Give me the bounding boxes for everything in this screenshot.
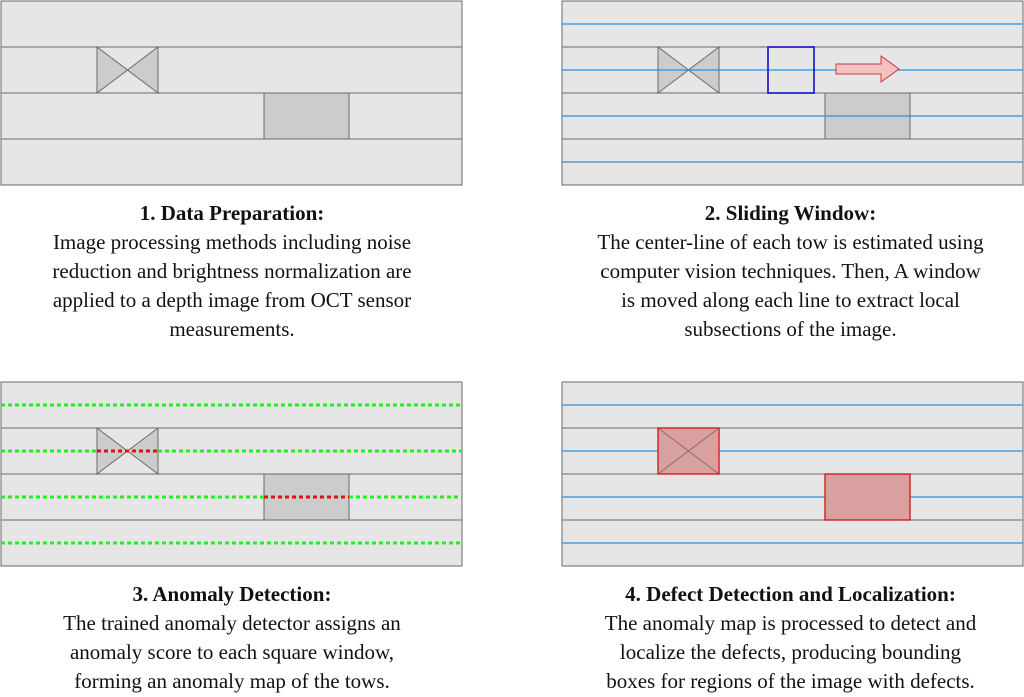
tow-4: [0, 138, 463, 186]
step-2-line-4: subsections of the image.: [684, 317, 897, 341]
tow-3: [0, 92, 463, 140]
step-3-line-3: forming an anomaly map of the tows.: [74, 669, 390, 693]
step-3-title: 3. Anomaly Detection:: [132, 582, 332, 606]
tow-1: [0, 0, 463, 48]
gap-defect: [263, 92, 350, 140]
step-3-line-2: anomaly score to each square window,: [69, 640, 395, 664]
step-1-title: 1. Data Preparation:: [139, 201, 325, 225]
tow-4: [0, 519, 463, 567]
step-1-line-2: reduction and brightness normalization a…: [52, 259, 412, 283]
sliding-window-box: [767, 46, 815, 94]
caption-3: 3. Anomaly Detection: The trained anomal…: [0, 580, 464, 696]
step-2-line-2: computer vision techniques. Then, A wind…: [600, 259, 981, 283]
tows-image-1: [0, 0, 463, 186]
step-4-line-2: localize the defects, producing bounding: [619, 640, 962, 664]
twist-defect-bounding-box: [657, 427, 720, 475]
step-1-line-4: measurements.: [169, 317, 295, 341]
caption-4: 4. Defect Detection and Localization: Th…: [557, 580, 1024, 696]
step-2-line-3: is moved along each line to extract loca…: [621, 288, 960, 312]
tow-1: [0, 381, 463, 429]
step-2-line-1: The center-line of each tow is estimated…: [597, 230, 984, 254]
step-1-line-3: applied to a depth image from OCT sensor: [52, 288, 412, 312]
center-lines: [562, 23, 1023, 163]
step-4-line-3: boxes for regions of the image with defe…: [606, 669, 975, 693]
tows-image-2: [561, 0, 1024, 186]
step-3-line-1: The trained anomaly detector assigns an: [63, 611, 401, 635]
panel-anomaly-detection: [0, 381, 464, 569]
panel-sliding-window: [561, 0, 1024, 188]
twist-defect: [96, 45, 159, 95]
anomaly-score-lines: [97, 449, 349, 499]
tow-2: [0, 46, 463, 94]
step-4-title: 4. Defect Detection and Localization:: [625, 582, 956, 606]
gap-defect-bounding-box: [824, 473, 911, 521]
center-lines: [562, 404, 1023, 544]
normal-score-lines: [1, 403, 462, 545]
step-2-title: 2. Sliding Window:: [704, 201, 877, 225]
caption-1: 1. Data Preparation: Image processing me…: [0, 199, 464, 344]
step-1-line-1: Image processing methods including noise: [52, 230, 412, 254]
step-4-line-1: The anomaly map is processed to detect a…: [604, 611, 977, 635]
panel-data-preparation: [0, 0, 464, 188]
caption-2: 2. Sliding Window: The center-line of ea…: [557, 199, 1024, 344]
right-arrow-icon: [835, 55, 900, 83]
tows-image-3: [0, 381, 463, 567]
panel-defect-localization: [561, 381, 1024, 569]
tows-image-4: [561, 381, 1024, 567]
